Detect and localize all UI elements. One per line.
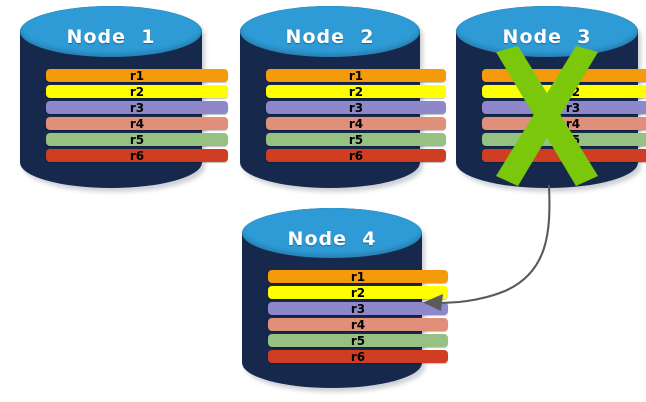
row-r5[interactable]: r5	[482, 133, 646, 146]
node-2[interactable]: Node 2 r1 r2 r3 r4 r5 r6	[240, 6, 446, 192]
row-r5[interactable]: r5	[46, 133, 228, 146]
row-r5[interactable]: r5	[266, 133, 446, 146]
row-r3[interactable]: r3	[46, 101, 228, 114]
node-3[interactable]: Node 3 r1 r2 r3 r4 r5 r6	[456, 6, 646, 192]
row-label: r6	[348, 148, 364, 163]
row-label: r6	[129, 148, 145, 163]
node-1[interactable]: Node 1 r1 r2 r3 r4 r5 r6	[20, 6, 228, 192]
row-label: r3	[129, 100, 145, 115]
row-label: r3	[350, 301, 366, 316]
row-label: r5	[350, 333, 366, 348]
node-title: Node 2	[285, 26, 375, 48]
row-label: r6	[350, 349, 366, 364]
row-label: r1	[348, 68, 364, 83]
row-label: r4	[350, 317, 366, 332]
row-r4[interactable]: r4	[482, 117, 646, 130]
node-top-ellipse	[242, 208, 422, 259]
row-r1[interactable]: r1	[266, 69, 446, 82]
row-r4[interactable]: r4	[266, 117, 446, 130]
row-label: r2	[348, 84, 364, 99]
row-r4[interactable]: r4	[46, 117, 228, 130]
row-label: r2	[129, 84, 145, 99]
row-r2[interactable]: r2	[266, 85, 446, 98]
row-label: r1	[350, 269, 366, 284]
row-r6[interactable]: r6	[482, 149, 646, 162]
node-title: Node 1	[66, 26, 156, 48]
row-label: r4	[129, 116, 145, 131]
row-stack: r1 r2 r3 r4 r5 r6	[240, 69, 472, 162]
row-label: r4	[565, 116, 581, 131]
row-label: r5	[129, 132, 145, 147]
row-r6[interactable]: r6	[46, 149, 228, 162]
row-r3[interactable]: r3	[266, 101, 446, 114]
row-label: r2	[565, 84, 581, 99]
row-r6[interactable]: r6	[266, 149, 446, 162]
row-r4[interactable]: r4	[268, 318, 448, 331]
row-label: r2	[350, 285, 366, 300]
row-label: r4	[348, 116, 364, 131]
row-r2[interactable]: r2	[46, 85, 228, 98]
row-label: r1	[565, 68, 581, 83]
row-label: r3	[565, 100, 581, 115]
row-r1[interactable]: r1	[482, 69, 646, 82]
row-r1[interactable]: r1	[268, 270, 448, 283]
row-r6[interactable]: r6	[268, 350, 448, 363]
row-stack: r1 r2 r3 r4 r5 r6	[20, 69, 254, 162]
node-top-ellipse	[20, 6, 202, 57]
row-label: r5	[565, 132, 581, 147]
node-title: Node 3	[502, 26, 592, 48]
row-r5[interactable]: r5	[268, 334, 448, 347]
row-r3[interactable]: r3	[268, 302, 448, 315]
row-label: r5	[348, 132, 364, 147]
node-4[interactable]: Node 4 r1 r2 r3 r4 r5 r6	[242, 208, 448, 392]
row-stack: r1 r2 r3 r4 r5 r6	[242, 270, 474, 363]
row-label: r6	[565, 148, 581, 163]
row-r2[interactable]: r2	[268, 286, 448, 299]
node-top-ellipse	[240, 6, 420, 57]
node-title: Node 4	[287, 228, 377, 250]
row-r2[interactable]: r2	[482, 85, 646, 98]
row-label: r3	[348, 100, 364, 115]
row-stack: r1 r2 r3 r4 r5 r6	[456, 69, 646, 162]
row-r1[interactable]: r1	[46, 69, 228, 82]
row-r3[interactable]: r3	[482, 101, 646, 114]
row-label: r1	[129, 68, 145, 83]
